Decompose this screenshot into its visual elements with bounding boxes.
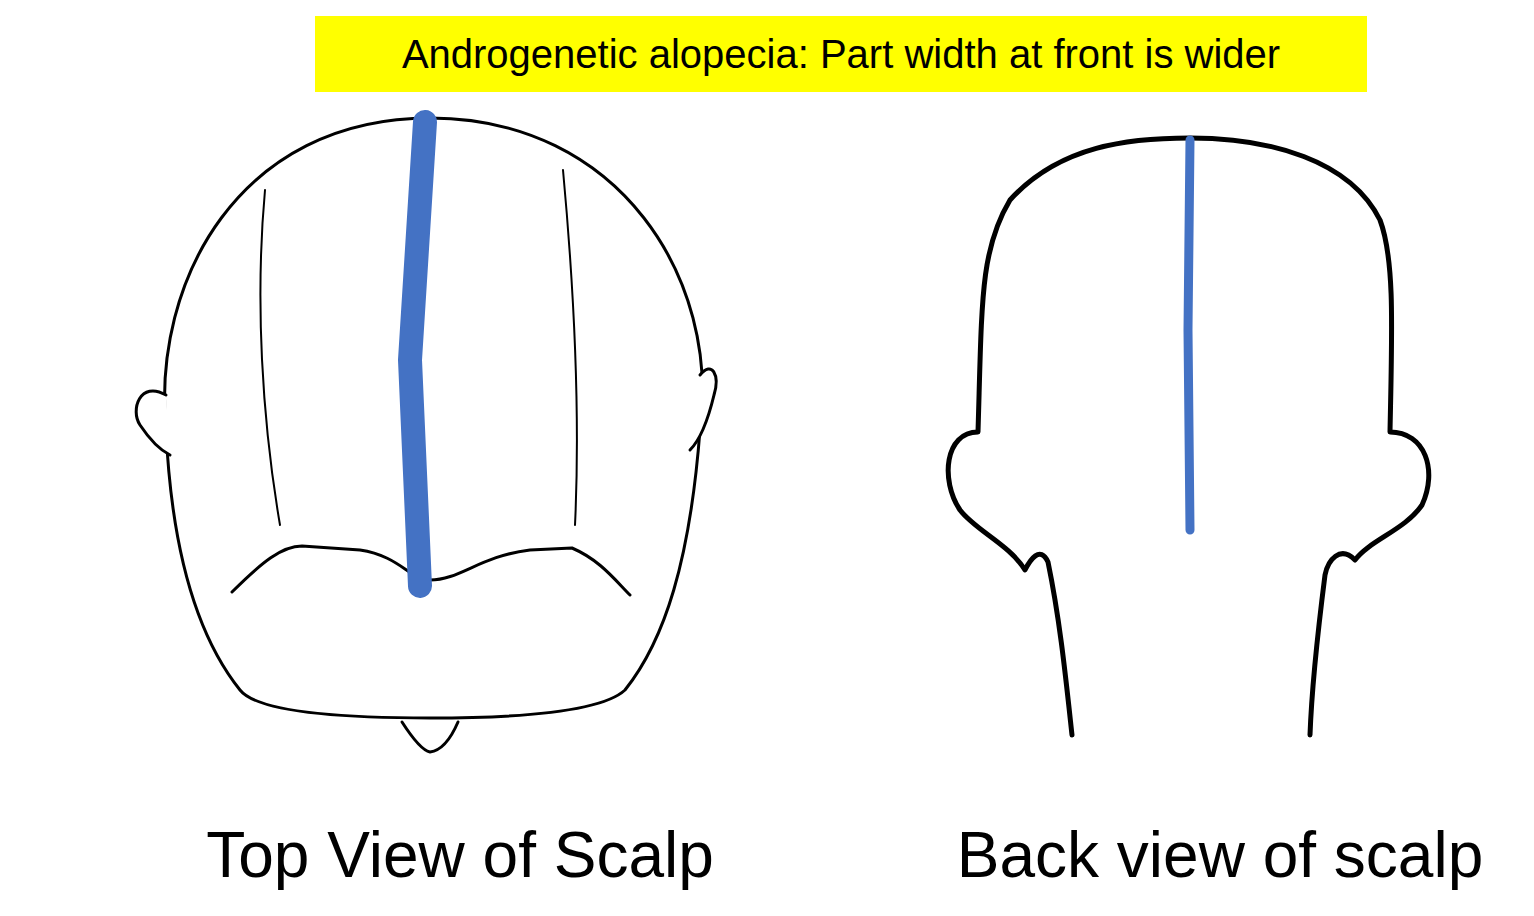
view-label: Back view of scalp [957, 815, 1483, 895]
hair-part [1188, 140, 1190, 530]
top-view-head [136, 118, 716, 752]
view-label: Top View of Scalp [206, 815, 714, 895]
hair-part [410, 122, 425, 586]
title-banner: Androgenetic alopecia: Part width at fro… [315, 16, 1367, 92]
back-view-head [948, 138, 1429, 735]
